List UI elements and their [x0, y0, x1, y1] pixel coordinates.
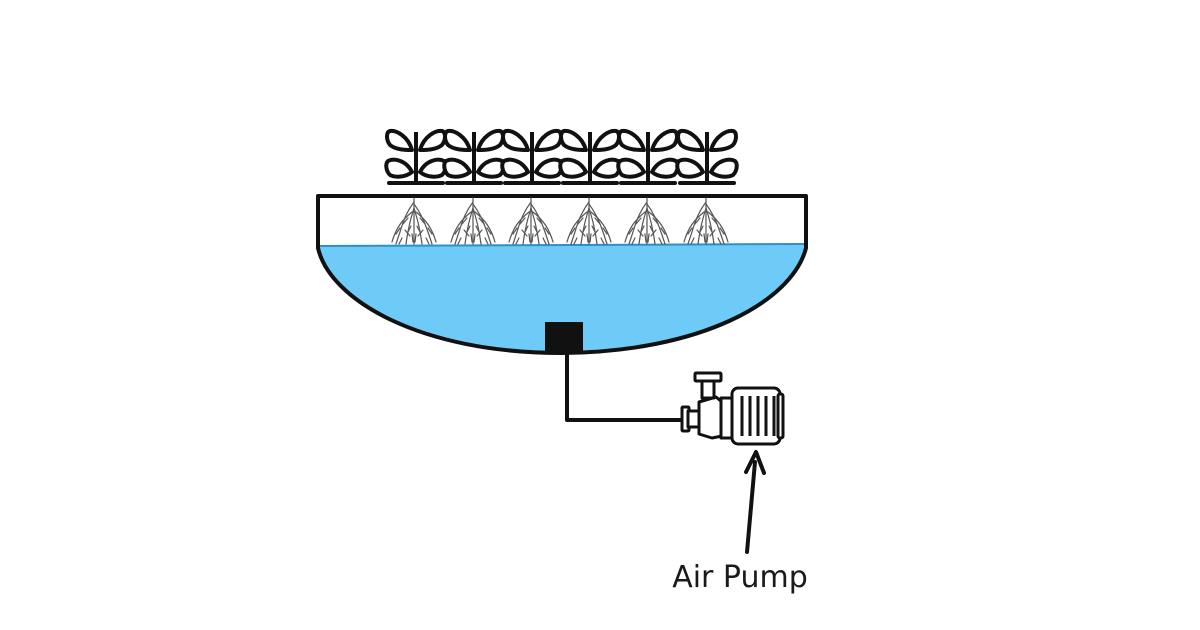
- seedling-icon: [616, 128, 680, 185]
- seedling-group: [384, 128, 739, 185]
- plant-roots-2: [450, 197, 496, 245]
- plant-roots-4: [566, 197, 612, 245]
- seedling-icon: [384, 128, 448, 185]
- seedling-icon: [442, 128, 506, 185]
- label-arrow: [744, 450, 766, 554]
- root-group: [391, 197, 729, 245]
- plant-roots-6: [683, 197, 729, 245]
- plant-roots-1: [391, 197, 437, 245]
- seedling-icon: [500, 128, 564, 185]
- plant-roots-5: [624, 197, 670, 245]
- air-pump-label: Air Pump: [672, 560, 808, 595]
- seedling-icon: [558, 128, 622, 185]
- seedling-icon: [675, 128, 739, 185]
- air-tube: [565, 354, 686, 422]
- air-stone-block: [545, 322, 583, 354]
- nutrient-water: [320, 244, 804, 351]
- plant-roots-3: [508, 197, 554, 245]
- pump-motor-icon: [680, 371, 785, 446]
